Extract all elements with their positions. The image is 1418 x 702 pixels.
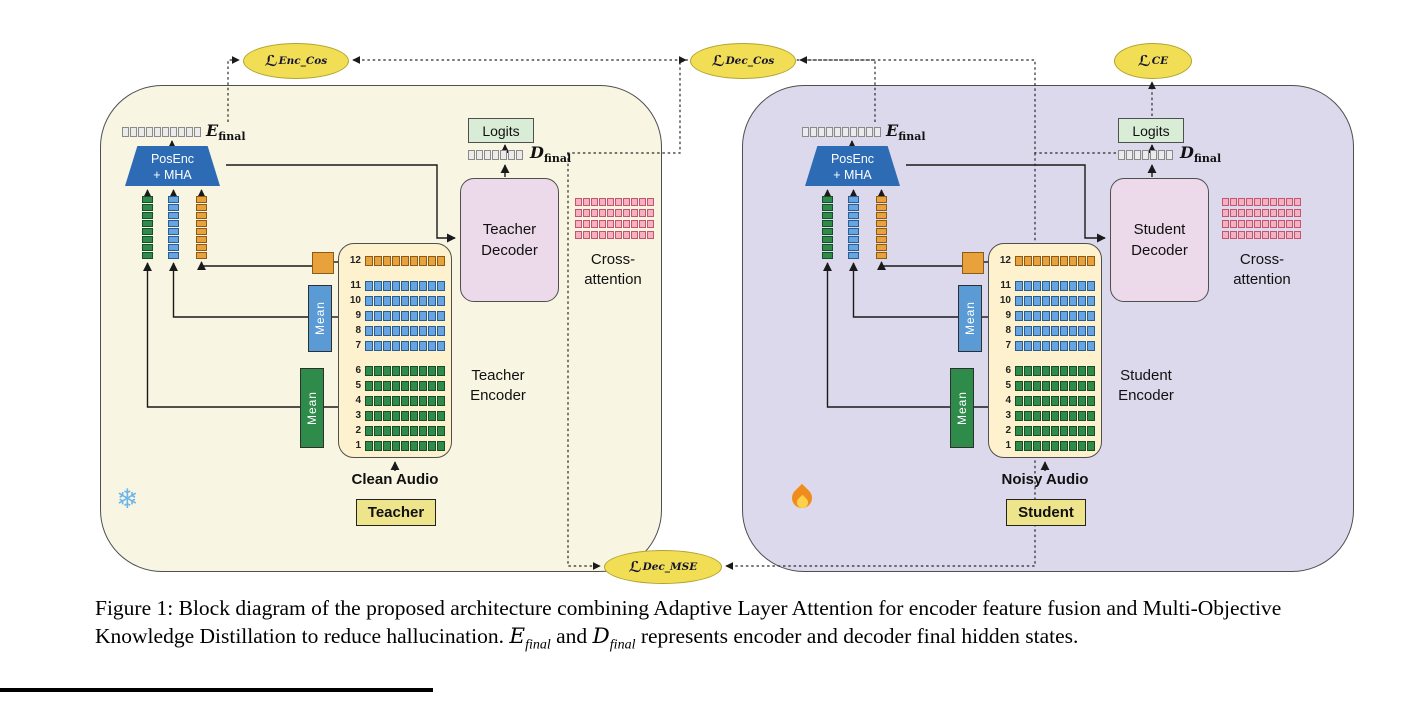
student-posenc-mha-block: PosEnc+ MHA [805, 146, 900, 186]
teacher-green-feature-bar [142, 196, 153, 259]
figure-caption: Figure 1: Block diagram of the proposed … [95, 596, 1282, 653]
student-green-feature-bar [822, 196, 833, 259]
student-dfinal-label: Dfinal [1180, 143, 1222, 166]
teacher-logits-box: Logits [468, 118, 534, 143]
teacher-dfinal-label: Dfinal [530, 143, 572, 166]
teacher-cross-attention-label: Cross-attention [584, 251, 642, 288]
teacher-orange-feature-bar [196, 196, 207, 259]
loss-symbol: ℒ [711, 52, 725, 70]
student-efinal-label: Efinal [886, 121, 926, 144]
student-mean-lower: Mean [950, 368, 974, 448]
teacher-cross-attention-grid [575, 198, 654, 239]
student-layer12-tap [962, 252, 984, 274]
loss-symbol: ℒ [264, 52, 278, 70]
teacher-efinal-cells [122, 127, 201, 137]
loss-symbol: ℒ [1137, 52, 1151, 70]
teacher-badge: Teacher [356, 499, 436, 526]
student-efinal-cells [802, 127, 881, 137]
teacher-mean-upper: Mean [308, 285, 332, 352]
teacher-posenc-mha-block: PosEnc+ MHA [125, 146, 220, 186]
teacher-efinal-label: Efinal [206, 121, 246, 144]
loss-symbol: ℒ [628, 558, 642, 576]
student-audio-label: Noisy Audio [1001, 471, 1089, 488]
teacher-audio-label: Clean Audio [351, 471, 439, 488]
student-cross-attention-grid [1222, 198, 1301, 239]
student-mean-upper: Mean [958, 285, 982, 352]
student-cross-attention-label: Cross-attention [1233, 251, 1291, 288]
teacher-blue-feature-bar [168, 196, 179, 259]
student-badge: Student [1006, 499, 1086, 526]
page-edge-rule [0, 688, 433, 692]
flame-icon [787, 483, 817, 514]
student-orange-feature-bar [876, 196, 887, 259]
student-logits-box: Logits [1118, 118, 1184, 143]
snowflake-icon: ❄ [116, 484, 139, 515]
student-dfinal-cells [1118, 150, 1173, 160]
teacher-dfinal-cells [468, 150, 523, 160]
student-blue-feature-bar [848, 196, 859, 259]
teacher-layer12-tap [312, 252, 334, 274]
teacher-mean-lower: Mean [300, 368, 324, 448]
